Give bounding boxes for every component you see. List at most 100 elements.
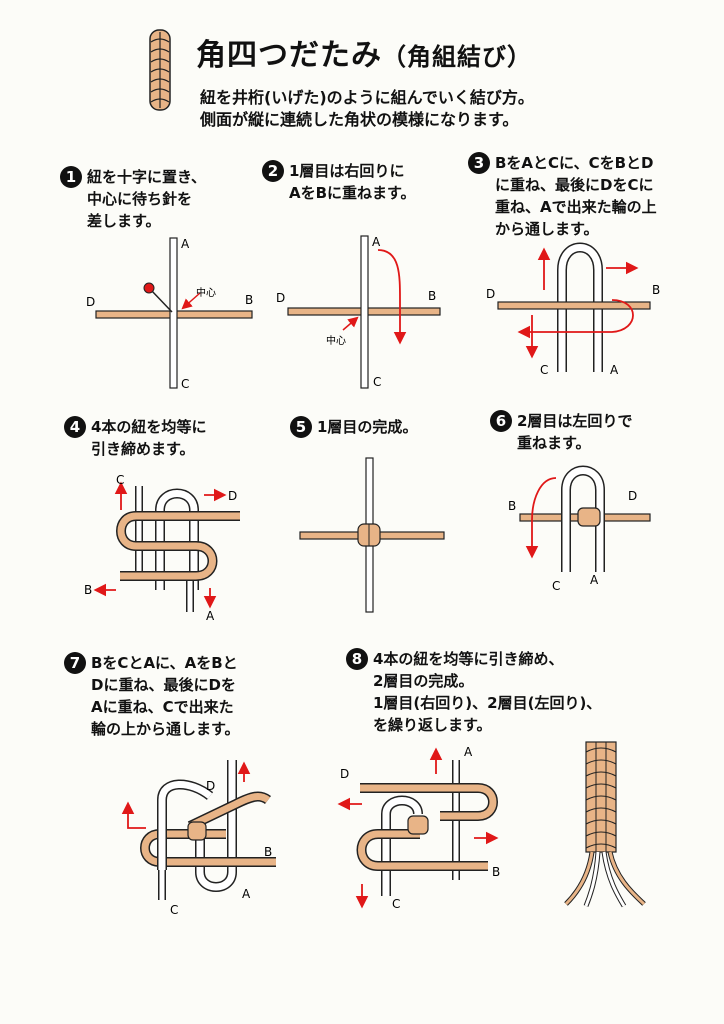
label-d: D (228, 489, 237, 503)
label-a: A (242, 887, 251, 901)
label-d: D (340, 767, 349, 781)
label-b: B (492, 865, 500, 879)
step-5-text: 5 1層目の完成。 (290, 416, 417, 438)
step-7-line: 輪の上から通します。 (91, 720, 240, 738)
center-arrow (342, 316, 359, 331)
step-3-line: に重ね、最後にDをCに (495, 176, 654, 194)
finished-braid-illustration (564, 741, 646, 908)
knot-center (187, 821, 207, 841)
cord-ac (169, 237, 178, 389)
label-b: B (508, 499, 516, 513)
label-d: D (486, 287, 495, 301)
step-7-line: Dに重ね、最後にDを (91, 676, 236, 694)
label-b: B (652, 283, 660, 297)
step-7-line: Aに重ね、Cで出来た (91, 698, 234, 716)
step-1-line: 中心に待ち針を (87, 190, 193, 208)
label-a: A (590, 573, 599, 587)
cord-a-loop-fill (196, 760, 236, 891)
step-6-number: 6 (490, 410, 512, 432)
step-8-diagram: A D B C (337, 745, 500, 911)
label-c: C (540, 363, 548, 377)
step-5-diagram (299, 457, 445, 613)
step-7-line: BをCとAに、AをBと (91, 654, 238, 672)
direction-arrow (525, 477, 557, 559)
step-6-text: 6 2層目は左回りで重ねます。 (490, 410, 632, 454)
step-8-line: 1層目(右回り)、2層目(左回り)、 (373, 694, 602, 712)
arrow-up (121, 801, 146, 829)
cord-white-loop-fill (156, 490, 198, 590)
step-5-line: 1層目の完成。 (317, 418, 418, 436)
step-1-line: 紐を十字に置き、 (87, 168, 206, 186)
label-b: B (264, 845, 272, 859)
step-3-line: から通します。 (495, 220, 599, 238)
label-a: A (610, 363, 619, 377)
step-3-number: 3 (468, 152, 490, 174)
step-1-text: 1 紐を十字に置き、中心に待ち針を差します。 (60, 166, 206, 232)
pin-shaft (150, 289, 173, 313)
cord-a-loop-fill (558, 244, 602, 372)
cord-tan-path-fill (117, 512, 240, 580)
step-8-number: 8 (346, 648, 368, 670)
label-a: A (181, 237, 190, 251)
step-3-text: 3 BをAとCに、CをBとD に重ね、最後にDをCに重ね、Aで出来た輪の上から通し… (468, 152, 657, 240)
cord-tan-b (356, 829, 488, 871)
title-subtitle: （角組結び） (382, 43, 532, 71)
label-c: C (170, 903, 178, 917)
step-8-line: を繰り返します。 (373, 716, 492, 734)
step-6-line: 2層目は左回りで (517, 412, 633, 430)
center-arrow (181, 292, 201, 310)
cord-tan-b-fill (358, 830, 488, 870)
label-c: C (181, 377, 189, 391)
label-c: C (116, 473, 124, 487)
step-8-line: 4本の紐を均等に引き締め、 (373, 650, 564, 668)
step-1-diagram: A B C D 中心 (86, 237, 253, 391)
label-d: D (628, 489, 637, 503)
step-4-text: 4 4本の紐を均等に引き締めます。 (64, 416, 206, 460)
step-4-number: 4 (64, 416, 86, 438)
step-3-line: BをAとCに、CをBとD (495, 154, 654, 172)
step-2-number: 2 (262, 160, 284, 182)
step-1-number: 1 (60, 166, 82, 188)
step-7-number: 7 (64, 652, 86, 674)
braided-cord-icon (149, 29, 171, 111)
step-2-line: AをBに重ねます。 (289, 184, 416, 202)
cord-a-loop (557, 242, 603, 372)
step-6-diagram: D B C A (508, 465, 651, 593)
cord-tan-d-fill (188, 793, 271, 830)
intro-line-1: 紐を井桁(いげた)のように組んでいく結び方。 (200, 88, 534, 107)
cord-tan-d-fill (360, 784, 497, 820)
knot-center (407, 815, 429, 835)
cord-white-loop-fill (158, 781, 213, 870)
step-6-line: 重ねます。 (517, 434, 591, 452)
cord-tan-d (360, 783, 498, 821)
step-5-number: 5 (290, 416, 312, 438)
cord-white-loop (381, 795, 423, 896)
step-3-line: 重ね、Aで出来た輪の上 (495, 198, 657, 216)
step-3-diagram: A B C D (486, 242, 660, 377)
label-c: C (392, 897, 400, 911)
title-main: 角四つだたみ (196, 38, 382, 73)
label-d: D (276, 291, 285, 305)
step-8-line: 2層目の完成。 (373, 672, 474, 690)
step-8-text: 8 4本の紐を均等に引き締め、 2層目の完成。 1層目(右回り)、2層目(左回り)、… (346, 648, 601, 736)
label-c: C (552, 579, 560, 593)
cord-white-loop-fill (562, 467, 604, 572)
label-b: B (245, 293, 253, 307)
cord-ac (360, 235, 369, 389)
page-title: 角四つだたみ（角組結び） (196, 30, 532, 74)
step-4-line: 引き締めます。 (91, 440, 195, 458)
label-b: B (84, 583, 92, 597)
cord-white-loop-fill (382, 797, 422, 896)
label-a: A (372, 235, 381, 249)
label-b: B (428, 289, 436, 303)
pin-head-icon (143, 282, 155, 294)
step-2-text: 2 1層目は右回りに AをBに重ねます。 (262, 160, 416, 204)
step-2-diagram: A B C D 中心 (276, 235, 441, 389)
cord-bd (497, 301, 651, 310)
step-1-line: 差します。 (87, 212, 161, 230)
step-2-line: 1層目は右回りに (289, 162, 405, 180)
knot-center (577, 507, 601, 527)
label-a: A (464, 745, 473, 759)
label-center: 中心 (326, 334, 346, 347)
